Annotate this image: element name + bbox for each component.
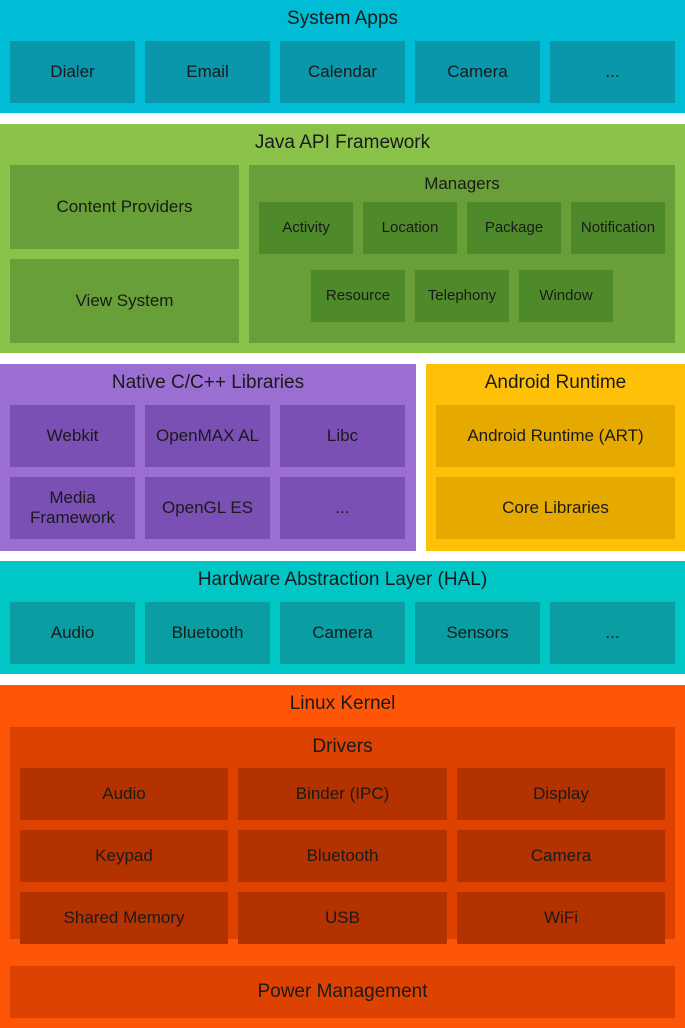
managers-title: Managers bbox=[424, 174, 500, 193]
manager-telephony: Telephony bbox=[415, 270, 509, 322]
system-apps-title: System Apps bbox=[287, 8, 398, 29]
java-api-framework-layer: Java API Framework Content Providers Vie… bbox=[0, 124, 685, 353]
driver-camera: Camera bbox=[457, 830, 665, 882]
manager-package: Package bbox=[467, 202, 561, 254]
hal-sensors: Sensors bbox=[415, 602, 540, 664]
managers-panel: Managers Activity Location Package Notif… bbox=[249, 165, 675, 343]
hal-camera: Camera bbox=[280, 602, 405, 664]
app-camera: Camera bbox=[415, 41, 540, 103]
power-management: Power Management bbox=[10, 966, 675, 1018]
content-providers: Content Providers bbox=[10, 165, 239, 249]
app-more: ... bbox=[550, 41, 675, 103]
java-api-title: Java API Framework bbox=[254, 132, 431, 153]
manager-notification: Notification bbox=[571, 202, 665, 254]
manager-location: Location bbox=[363, 202, 457, 254]
native-libraries-title: Native C/C++ Libraries bbox=[111, 372, 305, 393]
manager-resource: Resource bbox=[311, 270, 405, 322]
hal-more: ... bbox=[550, 602, 675, 664]
lib-opengl-es: OpenGL ES bbox=[145, 477, 270, 539]
hal-audio: Audio bbox=[10, 602, 135, 664]
app-email: Email bbox=[145, 41, 270, 103]
driver-usb: USB bbox=[238, 892, 447, 944]
lib-openmax-al: OpenMAX AL bbox=[145, 405, 270, 467]
view-system: View System bbox=[10, 259, 239, 343]
hal-bluetooth: Bluetooth bbox=[145, 602, 270, 664]
android-runtime-title: Android Runtime bbox=[484, 372, 627, 393]
manager-window: Window bbox=[519, 270, 613, 322]
linux-kernel-layer: Linux Kernel Drivers Audio Binder (IPC) … bbox=[0, 685, 685, 1028]
linux-kernel-title: Linux Kernel bbox=[289, 693, 396, 714]
driver-shared-memory: Shared Memory bbox=[20, 892, 228, 944]
hal-layer: Hardware Abstraction Layer (HAL) Audio B… bbox=[0, 561, 685, 674]
core-libraries: Core Libraries bbox=[436, 477, 675, 539]
system-apps-layer: System Apps Dialer Email Calendar Camera… bbox=[0, 0, 685, 113]
lib-more: ... bbox=[280, 477, 405, 539]
driver-bluetooth: Bluetooth bbox=[238, 830, 447, 882]
driver-wifi: WiFi bbox=[457, 892, 665, 944]
hal-title: Hardware Abstraction Layer (HAL) bbox=[197, 569, 488, 590]
android-runtime-layer: Android Runtime Android Runtime (ART) Co… bbox=[426, 364, 685, 551]
driver-display: Display bbox=[457, 768, 665, 820]
driver-audio: Audio bbox=[20, 768, 228, 820]
drivers-panel: Drivers Audio Binder (IPC) Display Keypa… bbox=[10, 727, 675, 944]
lib-libc: Libc bbox=[280, 405, 405, 467]
driver-binder-ipc: Binder (IPC) bbox=[238, 768, 447, 820]
native-libraries-layer: Native C/C++ Libraries Webkit OpenMAX AL… bbox=[0, 364, 416, 551]
app-dialer: Dialer bbox=[10, 41, 135, 103]
driver-keypad: Keypad bbox=[20, 830, 228, 882]
app-calendar: Calendar bbox=[280, 41, 405, 103]
lib-media-framework: Media Framework bbox=[10, 477, 135, 539]
android-runtime-art: Android Runtime (ART) bbox=[436, 405, 675, 467]
drivers-title: Drivers bbox=[312, 736, 373, 757]
lib-webkit: Webkit bbox=[10, 405, 135, 467]
manager-activity: Activity bbox=[259, 202, 353, 254]
